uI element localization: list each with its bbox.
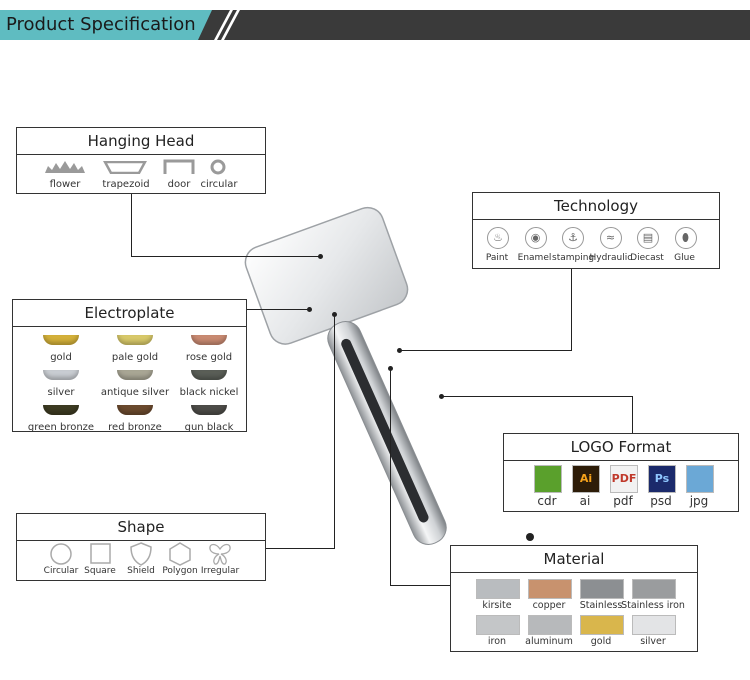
hanging-head-title: Hanging Head — [17, 128, 265, 155]
banner-accent — [0, 10, 212, 40]
material-swatch — [528, 579, 572, 599]
shape-label: Irregular — [200, 566, 240, 576]
door-icon — [163, 159, 195, 174]
material-label: gold — [590, 636, 612, 647]
material-swatch — [632, 615, 676, 635]
shape-label: Polygon — [162, 566, 198, 576]
electroplate-label: antique silver — [100, 387, 170, 398]
material-label: copper — [532, 600, 566, 611]
electroplate-title: Electroplate — [13, 300, 246, 327]
material-swatch — [476, 579, 520, 599]
technology-label: Hydraulic — [589, 253, 633, 263]
irregular-shape-icon — [209, 543, 231, 565]
technology-label: Glue — [674, 253, 695, 263]
electroplate-label: pale gold — [111, 352, 159, 363]
logo-format-label: pdf — [613, 494, 633, 508]
page-title: Product Specification — [6, 14, 196, 35]
material-label: iron — [487, 636, 507, 647]
material-label: Stainless iron — [621, 600, 685, 611]
material-swatch — [632, 579, 676, 599]
glue-icon: ⬮ — [674, 227, 697, 249]
enamel-icon: ◉ — [524, 227, 547, 249]
material-swatch — [528, 615, 572, 635]
product-slot — [341, 338, 429, 523]
electroplate-panel: Electroplate gold pale gold rose gold silve… — [12, 299, 247, 433]
material-label: silver — [640, 636, 666, 647]
electroplate-swatch — [191, 335, 227, 345]
technology-label: Paint — [485, 253, 509, 263]
shape-label: Shield — [127, 566, 155, 576]
material-title: Material — [451, 546, 697, 573]
hanging-head-label: flower — [49, 179, 81, 190]
technology-label: stamping — [552, 253, 595, 263]
stamping-icon: ⚓ — [562, 227, 584, 249]
electroplate-swatch — [191, 370, 227, 380]
square-shape-icon — [90, 543, 111, 564]
psd-icon: Ps — [648, 465, 676, 493]
technology-title: Technology — [473, 193, 719, 220]
flower-icon — [45, 161, 85, 173]
shape-title: Shape — [17, 514, 265, 541]
electroplate-label: silver — [47, 387, 75, 398]
paint-icon: ♨ — [487, 227, 509, 249]
electroplate-label: rose gold — [185, 352, 233, 363]
electroplate-label: gold — [50, 352, 72, 363]
electroplate-swatch — [117, 405, 153, 415]
logo-format-label: ai — [579, 494, 591, 508]
electroplate-swatch — [43, 405, 79, 415]
product-tip-hole — [526, 533, 534, 541]
electroplate-swatch — [43, 335, 79, 345]
hanging-head-label: door — [167, 179, 191, 190]
electroplate-label: gun black — [184, 422, 234, 433]
shape-label: Circular — [43, 566, 79, 576]
product-head — [244, 206, 409, 345]
electroplate-swatch — [117, 370, 153, 380]
header-banner: Product Specification — [0, 10, 750, 40]
shape-label: Square — [84, 566, 116, 576]
material-swatch — [476, 615, 520, 635]
material-label: kirsite — [482, 600, 512, 611]
electroplate-swatch — [43, 370, 79, 380]
technology-label: Diecast — [630, 253, 664, 263]
logo-format-label: cdr — [537, 494, 557, 508]
hydraulic-icon: ≈ — [599, 227, 622, 249]
technology-label: Enamel — [517, 253, 552, 263]
cdr-icon — [534, 465, 562, 493]
logo-format-title: LOGO Format — [504, 434, 738, 461]
material-swatch — [580, 579, 624, 599]
electroplate-swatch — [117, 335, 153, 345]
material-label: Stainless — [579, 600, 623, 611]
circular-shape-icon — [50, 543, 72, 565]
technology-panel: Technology ♨ Paint ◉ Enamel ⚓ stamping ≈ Hydrau… — [472, 192, 720, 269]
shape-panel: Shape Circular Square Shield Polygon Irr… — [16, 513, 266, 581]
logo-format-label: psd — [650, 494, 672, 508]
diecast-icon: ▤ — [637, 227, 659, 249]
material-swatch — [580, 615, 624, 635]
logo-format-label: jpg — [689, 494, 709, 508]
trapezoid-icon — [103, 161, 147, 174]
electroplate-swatch — [191, 405, 227, 415]
material-label: aluminum — [525, 636, 573, 647]
electroplate-label: black nickel — [179, 387, 239, 398]
ai-icon: Ai — [572, 465, 600, 493]
hanging-head-panel: Hanging Head flower trapezoid door circu… — [16, 127, 266, 194]
electroplate-label: red bronze — [108, 422, 162, 433]
polygon-shape-icon — [169, 542, 191, 566]
pdf-icon: PDF — [610, 465, 638, 493]
circular-icon — [210, 159, 226, 175]
hanging-head-label: trapezoid — [102, 179, 150, 190]
electroplate-label: green bronze — [27, 422, 95, 433]
jpg-icon — [686, 465, 714, 493]
shield-shape-icon — [130, 542, 152, 566]
hanging-head-label: circular — [200, 179, 238, 190]
